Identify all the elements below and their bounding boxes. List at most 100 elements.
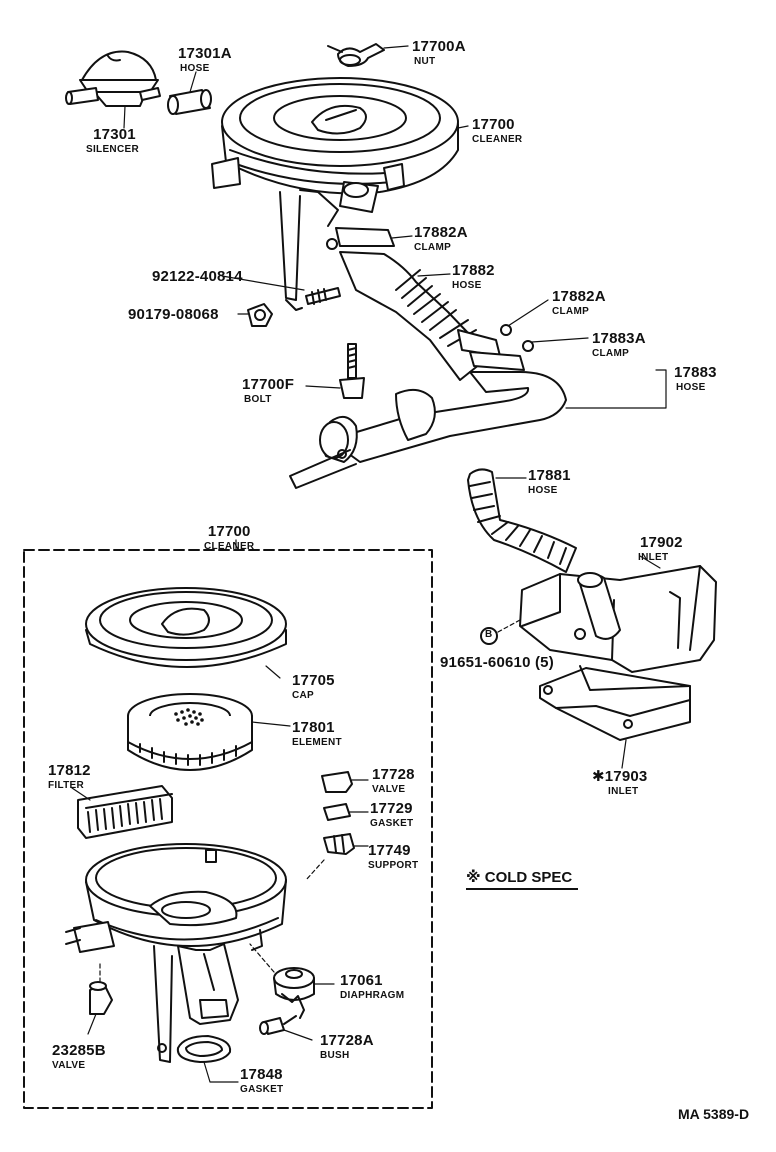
part-name: FILTER (48, 780, 85, 791)
part-number: 17700 (207, 523, 251, 540)
label-91651-60610: 91651-60610 (5) (440, 654, 554, 671)
part-name: CAP (292, 690, 315, 701)
part-number: 17061 (340, 972, 383, 989)
hose-17881 (467, 468, 577, 573)
label-17812: 17812 FILTER (48, 762, 91, 791)
label-17902: 17902 INLET (638, 534, 683, 563)
label-17705: 17705 CAP (292, 672, 335, 701)
label-17301A: 17301A HOSE (178, 45, 232, 74)
drawing-code: MA 5389-D (678, 1106, 750, 1122)
part-name: BUSH (320, 1050, 350, 1061)
screw-91651-60610 (480, 619, 521, 645)
support-17749 (305, 833, 369, 881)
part-number: 17728A (320, 1032, 374, 1049)
part-number: 17883A (592, 330, 646, 347)
part-name: NUT (414, 56, 436, 67)
cleaner-housing (65, 843, 287, 1063)
part-name: GASKET (370, 818, 414, 829)
part-number: 17882A (414, 224, 468, 241)
label-17848: 17848 GASKET (240, 1066, 283, 1095)
label-17801: 17801 ELEMENT (292, 719, 342, 748)
hose-17882 (339, 251, 491, 381)
part-number: 17705 (292, 672, 335, 689)
cold-spec-note: ※ COLD SPEC (466, 868, 579, 890)
clamp-17882A-lower (457, 299, 549, 357)
label-17700-top: 17700 CLEANER (472, 116, 522, 145)
inlet-17902 (519, 555, 717, 673)
part-name: CLEANER (204, 541, 255, 552)
hose-17301A (167, 71, 212, 115)
hose-17883 (289, 369, 667, 489)
part-name: INLET (608, 786, 639, 797)
label-17882A-lower: 17882A CLAMP (552, 288, 606, 317)
label-17700F: 17700F BOLT (242, 376, 294, 405)
label-92122-40814: 92122-40814 (152, 268, 243, 285)
part-number: 17812 (48, 762, 91, 779)
part-name: HOSE (452, 280, 482, 291)
part-number: 17729 (370, 800, 413, 817)
gasket-17848 (176, 1035, 239, 1083)
cap-17705 (85, 587, 287, 679)
part-name: HOSE (528, 485, 558, 496)
air-cleaner-17700 (211, 77, 469, 311)
part-name: ELEMENT (292, 737, 342, 748)
part-name: CLAMP (592, 348, 630, 359)
part-name: GASKET (240, 1084, 284, 1095)
valve-23285B (87, 963, 113, 1035)
part-number: ✱17903 (592, 768, 648, 785)
part-number: 17881 (528, 467, 571, 484)
part-number: 23285B (52, 1042, 106, 1059)
label-17728: 17728 VALVE (372, 766, 415, 795)
part-name: HOSE (180, 63, 210, 74)
label-17883A: 17883A CLAMP (592, 330, 646, 359)
part-number: 17882 (452, 262, 495, 279)
wing-nut-17700A (327, 43, 409, 67)
part-name: VALVE (372, 784, 406, 795)
part-number: 17728 (372, 766, 415, 783)
part-number: 17301 (93, 126, 136, 143)
gasket-17729 (323, 803, 369, 821)
part-number: 17749 (368, 842, 411, 859)
part-number: 17700 (472, 116, 515, 133)
bolt-marker: B (485, 629, 493, 640)
diaphragm-17061 (249, 943, 335, 1019)
part-number: 17301A (178, 45, 232, 62)
label-17749: 17749 SUPPORT (368, 842, 418, 871)
bush-17728A (259, 1015, 313, 1041)
part-name: CLAMP (414, 242, 452, 253)
part-number: 17848 (240, 1066, 283, 1083)
part-number: 17883 (674, 364, 717, 381)
part-number: 17700A (412, 38, 466, 55)
part-name: HOSE (676, 382, 706, 393)
silencer-17301 (65, 50, 161, 129)
part-name: VALVE (52, 1060, 86, 1071)
part-name: CLEANER (472, 134, 523, 145)
label-17881: 17881 HOSE (528, 467, 571, 496)
label-17729: 17729 GASKET (370, 800, 413, 829)
cleaner-kit-box (23, 539, 433, 1109)
inlet-17903 (539, 665, 691, 769)
bolt-17700F (305, 343, 365, 399)
clamp-17883A (469, 337, 589, 371)
label-17882: 17882 HOSE (452, 262, 495, 291)
label-17700A: 17700A NUT (412, 38, 466, 67)
element-17801 (127, 693, 291, 771)
bolt-92122-40814 (221, 275, 341, 305)
label-17061: 17061 DIAPHRAGM (340, 972, 404, 1001)
label-23285B: 23285B VALVE (52, 1042, 106, 1071)
part-name: CLAMP (552, 306, 590, 317)
part-number: 17801 (292, 719, 335, 736)
valve-17728 (321, 771, 369, 793)
label-17883: 17883 HOSE (674, 364, 717, 393)
part-number: 17902 (640, 534, 683, 551)
label-17728A: 17728A BUSH (320, 1032, 374, 1061)
label-17700-box: 17700 CLEANER (204, 523, 254, 552)
label-17882A-upper: 17882A CLAMP (414, 224, 468, 253)
part-name: BOLT (244, 394, 272, 405)
clamp-17882A-upper (326, 227, 413, 250)
filter-17812 (71, 785, 173, 839)
label-17301: 17301 SILENCER (86, 126, 139, 155)
label-17903: ✱17903 INLET (592, 767, 647, 797)
part-name: SILENCER (86, 144, 139, 155)
